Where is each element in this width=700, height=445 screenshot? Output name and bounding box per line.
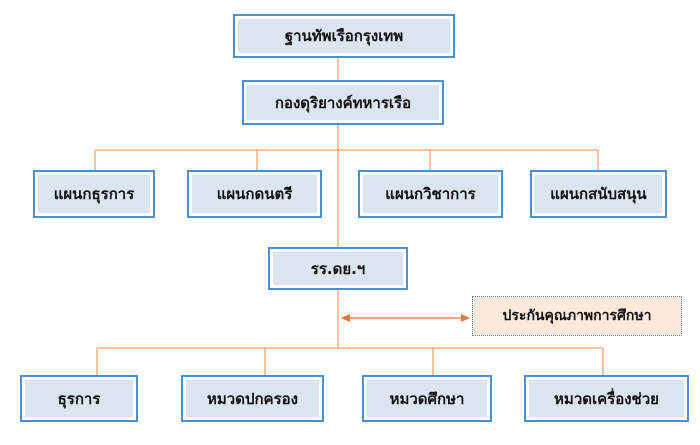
node-unit-discipline-label: หมวดปกครอง <box>186 380 319 417</box>
node-root: ฐานทัพเรือกรุงเทพ <box>233 14 455 58</box>
qa-arrow-head-right <box>461 314 470 322</box>
node-school: รร.ดย.ฯ <box>268 247 408 290</box>
node-section-academic: แผนกวิชาการ <box>358 170 503 218</box>
node-division: กองดุริยางค์ทหารเรือ <box>242 80 444 125</box>
node-unit-education-label: หมวดศึกษา <box>367 380 487 417</box>
node-section-admin: แผนกธุรการ <box>33 170 155 218</box>
node-section-academic-label: แผนกวิชาการ <box>363 175 498 213</box>
node-unit-admin-label: ธุรการ <box>25 380 133 417</box>
node-unit-instruments: หมวดเครื่องช่วย <box>524 375 689 422</box>
node-section-admin-label: แผนกธุรการ <box>38 175 150 213</box>
node-section-music-label: แผนกดนตรี <box>192 175 317 213</box>
node-root-label: ฐานทัพเรือกรุงเทพ <box>238 19 450 53</box>
node-quality-assurance: ประกันคุณภาพการศึกษา <box>472 296 682 336</box>
node-unit-instruments-label: หมวดเครื่องช่วย <box>529 380 684 417</box>
connector-group <box>94 58 604 375</box>
node-unit-education: หมวดศึกษา <box>362 375 492 422</box>
node-section-support-label: แผนกสนับสนุน <box>535 175 662 213</box>
qa-arrow-head-left <box>341 314 350 322</box>
node-school-label: รร.ดย.ฯ <box>273 252 403 285</box>
node-unit-admin: ธุรการ <box>20 375 138 422</box>
node-section-music: แผนกดนตรี <box>187 170 322 218</box>
node-division-label: กองดุริยางค์ทหารเรือ <box>247 85 439 120</box>
node-section-support: แผนกสนับสนุน <box>530 170 667 218</box>
qa-arrow <box>341 314 470 322</box>
node-unit-discipline: หมวดปกครอง <box>181 375 324 422</box>
